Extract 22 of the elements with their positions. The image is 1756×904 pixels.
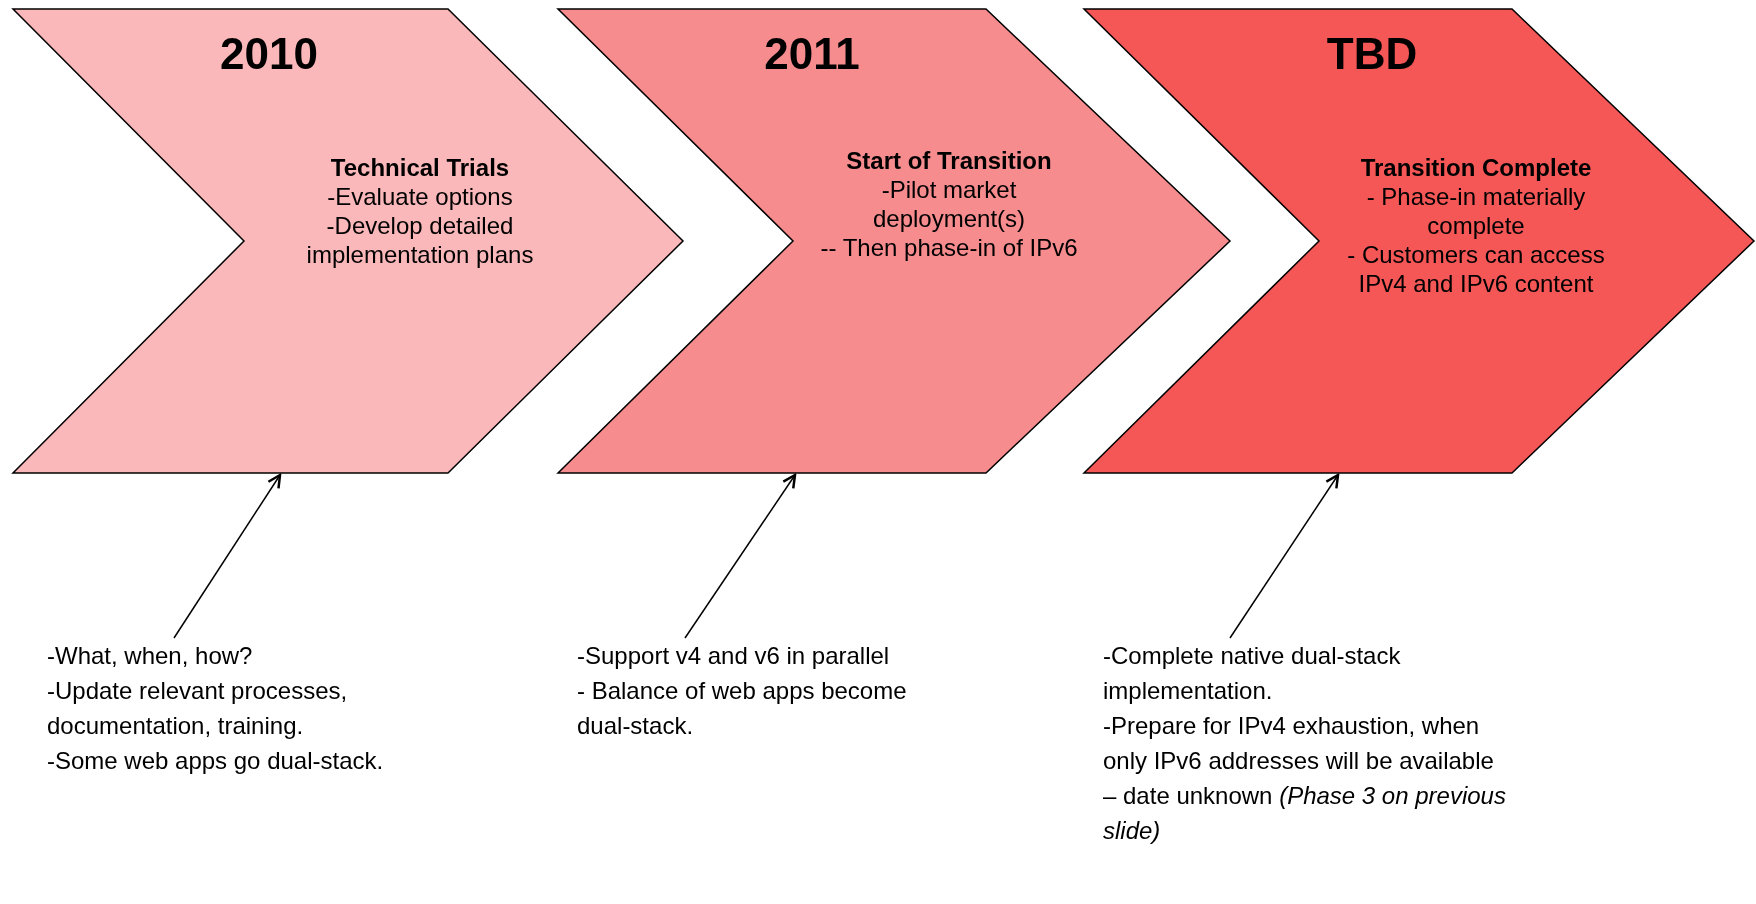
- phase-title: Transition Complete: [1359, 153, 1593, 182]
- note-text: -Update relevant processes, documentation, training.: [47, 676, 349, 741]
- year-heading: 2011: [763, 29, 861, 79]
- note-text: -What, when, how?: [47, 641, 254, 671]
- phase-item: -- Then phase-in of IPv6: [819, 233, 1079, 262]
- note-text: -Complete native dual-stack implementation.: [1103, 641, 1402, 706]
- arrow: [173, 473, 282, 639]
- year-heading: TBD: [1325, 29, 1419, 79]
- note-text: -Support v4 and v6 in parallel: [577, 641, 891, 671]
- arrow: [684, 473, 797, 639]
- arrow: [1229, 473, 1340, 639]
- note-text: -Some web apps go dual-stack.: [47, 746, 385, 776]
- year-heading: 2010: [219, 29, 319, 79]
- phase-item: -Develop detailed implementation plans: [305, 211, 535, 269]
- note-text: - Balance of web apps become dual-stack.: [577, 676, 907, 741]
- phase-title: Technical Trials: [329, 153, 511, 182]
- note-text: -Prepare for IPv4 exhaustion, when only IPv6 addresses will be available – date unknown (Phase 3 on previous slide): [1103, 711, 1507, 846]
- phase-item: -Evaluate options: [326, 182, 514, 211]
- phase-item: - Phase-in materially complete: [1365, 182, 1587, 240]
- phase-item: - Customers can access IPv4 and IPv6 content: [1346, 240, 1606, 298]
- phase-title: Start of Transition: [845, 146, 1053, 175]
- phase-item: -Pilot market deployment(s): [871, 175, 1027, 233]
